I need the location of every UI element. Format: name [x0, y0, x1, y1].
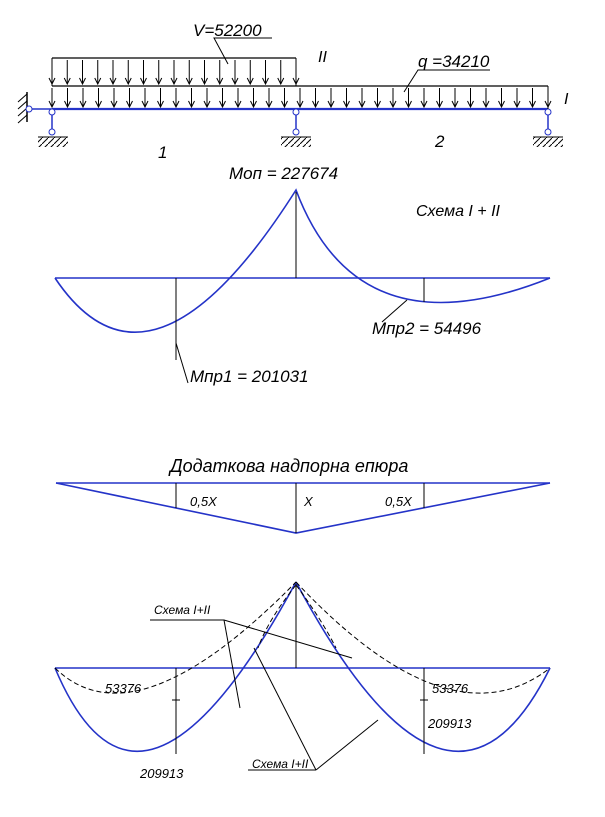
load-q-arrow	[374, 88, 381, 109]
load-v-arrow	[185, 60, 193, 86]
v-label-leader	[213, 37, 272, 65]
q-load-label: q =34210	[418, 52, 490, 71]
load-q-arrow	[498, 88, 505, 109]
span-2-moment-label: Mпр2 = 54496	[372, 319, 482, 338]
moment-scheme-label: Схема I + II	[416, 203, 501, 220]
load-q-arrow	[343, 88, 350, 109]
final-curve-solid-left	[54, 581, 297, 753]
final-value-left-upper: 53376	[105, 681, 142, 696]
load-q-arrow	[48, 88, 56, 109]
load-q-arrow	[436, 88, 443, 109]
load-v-arrow	[140, 60, 147, 86]
scheme-ii-mark: II	[318, 49, 327, 66]
load-v-arrow	[63, 60, 71, 86]
load-q-arrow	[529, 88, 536, 109]
load-v-arrow	[170, 60, 178, 86]
final-curve-dashed-right	[295, 581, 551, 694]
span-1-moment-leader	[175, 342, 189, 384]
load-diagram: V=52200 q =34210 II I 1 2	[17, 21, 569, 162]
x-label: X	[303, 494, 314, 509]
final-scheme-label-bottom: Схема I+II	[252, 757, 309, 771]
moment-curve	[54, 188, 551, 333]
support-moment-label: Mоп = 227674	[229, 164, 338, 183]
load-q-arrow	[203, 88, 211, 109]
final-diagram: Схема I+II Схема I+II 53376 209913 53376…	[54, 581, 551, 781]
additional-triangle	[55, 482, 551, 534]
load-v-arrow	[109, 60, 117, 86]
load-q-arrow	[157, 88, 164, 109]
load-q-arrow	[234, 88, 242, 109]
moment-diagram: Mоп = 227674 Схема I + II Mпр1 = 201031 …	[54, 164, 551, 386]
load-q-arrow	[95, 88, 102, 109]
load-q-arrow	[110, 88, 118, 109]
load-v-arrow	[262, 60, 269, 86]
final-value-left-lower: 209913	[139, 766, 184, 781]
final-curve-dashed-left	[54, 581, 297, 694]
final-cusp-right	[295, 584, 337, 649]
load-v-arrow	[201, 60, 208, 86]
load-q-arrow	[281, 88, 288, 109]
load-q-arrow	[513, 88, 521, 109]
span-1-moment-label: Mпр1 = 201031	[190, 367, 309, 386]
load-v-arrow	[124, 60, 132, 86]
final-curve-solid-right	[295, 581, 551, 753]
additional-diagram-title: Додаткова надпорна епюра	[168, 456, 408, 476]
half-x-right-label: 0,5X	[385, 494, 413, 509]
q-label-leader	[403, 69, 490, 93]
load-q-arrow	[420, 88, 428, 109]
load-v-arrow	[94, 60, 102, 86]
load-v-block	[48, 57, 300, 86]
load-q-arrow	[265, 88, 273, 109]
left-wall	[17, 92, 52, 124]
load-v-arrow	[292, 60, 300, 86]
load-q-arrow	[172, 88, 180, 109]
span-1-label: 1	[158, 143, 167, 162]
load-v-arrow	[231, 60, 239, 86]
load-q-arrow	[296, 88, 304, 109]
support-middle	[281, 108, 311, 147]
load-q-arrow	[467, 88, 474, 109]
top-scheme-leader	[150, 619, 353, 659]
support-left	[38, 108, 68, 147]
scheme-i-mark: I	[564, 91, 569, 108]
support-right	[533, 108, 563, 147]
load-q-arrow	[482, 88, 490, 109]
load-q-arrow	[219, 88, 226, 109]
load-q-arrow	[405, 88, 412, 109]
load-q-arrow	[188, 88, 195, 109]
load-q-arrow	[544, 88, 552, 109]
v-load-label: V=52200	[193, 21, 262, 40]
top-scheme-leader-2	[223, 619, 241, 709]
load-q-arrow	[141, 88, 149, 109]
load-v-arrow	[246, 60, 254, 86]
load-q-arrow	[312, 88, 319, 109]
bottom-scheme-leader-2	[315, 719, 379, 771]
final-cusp-left	[257, 584, 297, 649]
load-v-arrow	[79, 60, 86, 86]
load-q-arrow	[451, 88, 459, 109]
load-v-arrow	[277, 60, 285, 86]
additional-diagram: Додаткова надпорна епюра 0,5X X 0,5X	[55, 456, 551, 534]
load-q-arrow	[64, 88, 71, 109]
bottom-scheme-leader	[253, 647, 317, 771]
span-2-moment-leader	[381, 299, 408, 323]
final-scheme-label-top: Схема I+II	[154, 603, 211, 617]
span-2-label: 2	[434, 132, 445, 151]
final-value-right-upper: 53376	[432, 681, 469, 696]
half-x-left-label: 0,5X	[190, 494, 218, 509]
final-value-right-lower: 209913	[427, 716, 472, 731]
load-q-arrow	[126, 88, 133, 109]
load-v-arrow	[48, 60, 56, 86]
load-q-block	[48, 85, 552, 109]
load-q-arrow	[389, 88, 397, 109]
load-v-arrow	[216, 60, 224, 86]
load-q-arrow	[250, 88, 257, 109]
load-q-arrow	[79, 88, 87, 109]
load-q-arrow	[327, 88, 335, 109]
load-q-arrow	[358, 88, 366, 109]
load-v-arrow	[155, 60, 163, 86]
